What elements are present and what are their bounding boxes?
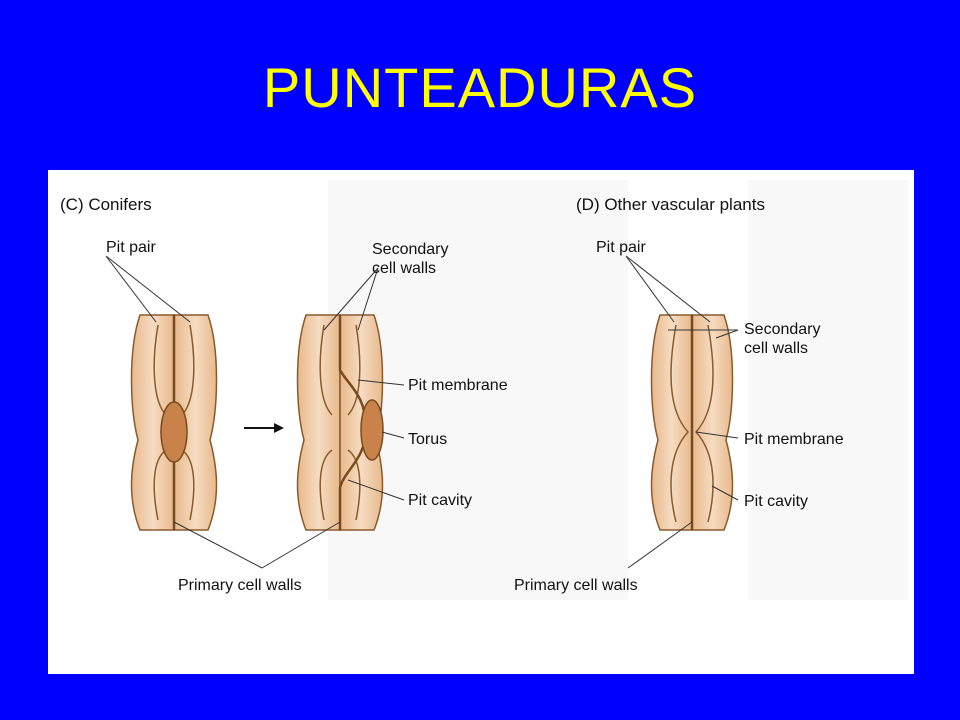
label-primary-walls-d: Primary cell walls [514,577,638,594]
slide-title: PUNTEADURAS [262,56,698,119]
arrow-icon [244,423,284,433]
other-plants-diagram: (D) Other vascular plants Pit pair Secon… [514,195,844,594]
conifers-leader-lines [105,255,405,569]
conifers-diagram: (C) Conifers [60,195,508,594]
label-torus: Torus [408,431,447,448]
conifers-pit-closed [130,314,218,531]
other-plants-heading: (D) Other vascular plants [576,195,765,214]
label-pit-cavity-d: Pit cavity [744,493,808,510]
label-secondary-walls-line2: cell walls [372,260,436,277]
background-text-texture [328,180,908,600]
label-secondary-walls-d-line2: cell walls [744,340,808,357]
label-pit-membrane: Pit membrane [408,377,508,394]
pit-diagram: (C) Conifers [60,180,908,600]
label-secondary-walls-d-line1: Secondary [744,321,821,338]
label-primary-walls: Primary cell walls [178,577,302,594]
other-leader-lines [625,255,739,569]
figure-panel: (C) Conifers [48,170,914,674]
conifers-heading: (C) Conifers [60,195,152,214]
label-pit-membrane-d: Pit membrane [744,431,844,448]
other-pit-pair [650,314,734,531]
label-pit-pair: Pit pair [106,239,156,256]
torus-shape [160,401,188,463]
conifers-pit-aspirated [296,314,384,531]
label-pit-pair-d: Pit pair [596,239,646,256]
label-pit-cavity: Pit cavity [408,492,472,509]
label-secondary-walls-line1: Secondary [372,241,449,258]
